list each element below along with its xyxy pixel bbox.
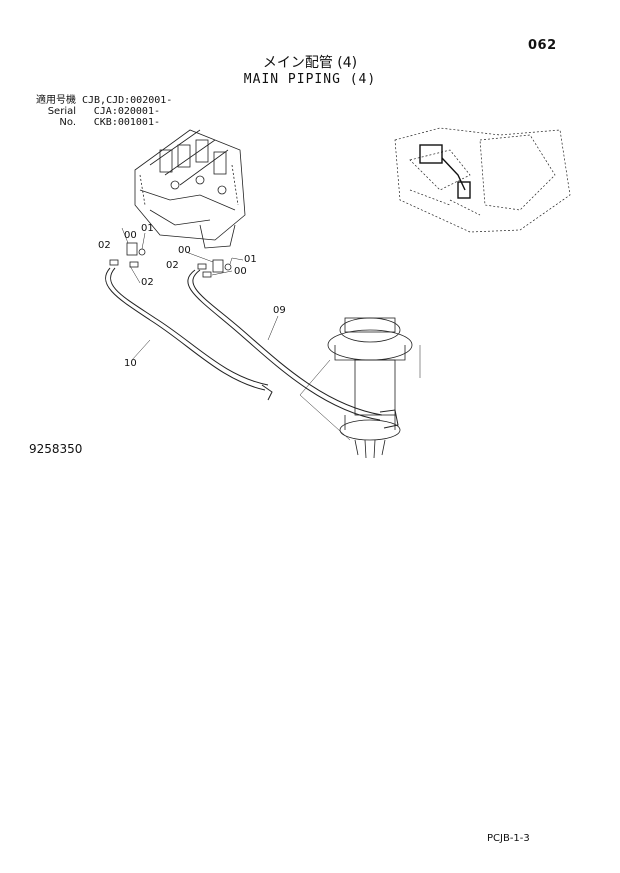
leader-lines [129, 257, 279, 361]
title-japanese: メイン配管 (4) [262, 55, 358, 71]
callout-label: 00 [234, 266, 247, 277]
footer-code: PCJB-1-3 [487, 833, 530, 844]
callout-label: 02 [141, 277, 154, 288]
callout-label: 00 [178, 245, 191, 256]
machine-inset-illustration [394, 127, 571, 233]
callout-label: 01 [141, 223, 154, 234]
serial-value: CKB:001001- [93, 117, 160, 128]
control-valve-illustration [134, 129, 246, 249]
hose-illustration [105, 267, 399, 429]
fittings-illustration [109, 227, 233, 278]
swing-motor-illustration [299, 317, 421, 459]
callout-label: 00 [124, 230, 137, 241]
callout-label: 02 [166, 260, 179, 271]
machine-inset-highlight [419, 144, 471, 199]
serial-label-jp: 適用号機 [36, 95, 76, 106]
callout-label: 09 [273, 305, 286, 316]
serial-label-en: Serial No. [47, 106, 76, 128]
figure-number: 9258350 [29, 442, 83, 456]
callout-label: 10 [124, 358, 137, 369]
serial-labels: 適用号機 Serial No. [30, 95, 76, 128]
serial-value: CJB,CJD:002001- [82, 95, 173, 106]
title-english: MAIN PIPING (4) [243, 72, 377, 87]
serial-values: CJB,CJD:002001- CJA:020001- CKB:001001- [82, 95, 173, 128]
page-number: 062 [528, 38, 557, 53]
callout-label: 01 [244, 254, 257, 265]
callout-label: 02 [98, 240, 111, 251]
serial-value: CJA:020001- [93, 106, 160, 117]
